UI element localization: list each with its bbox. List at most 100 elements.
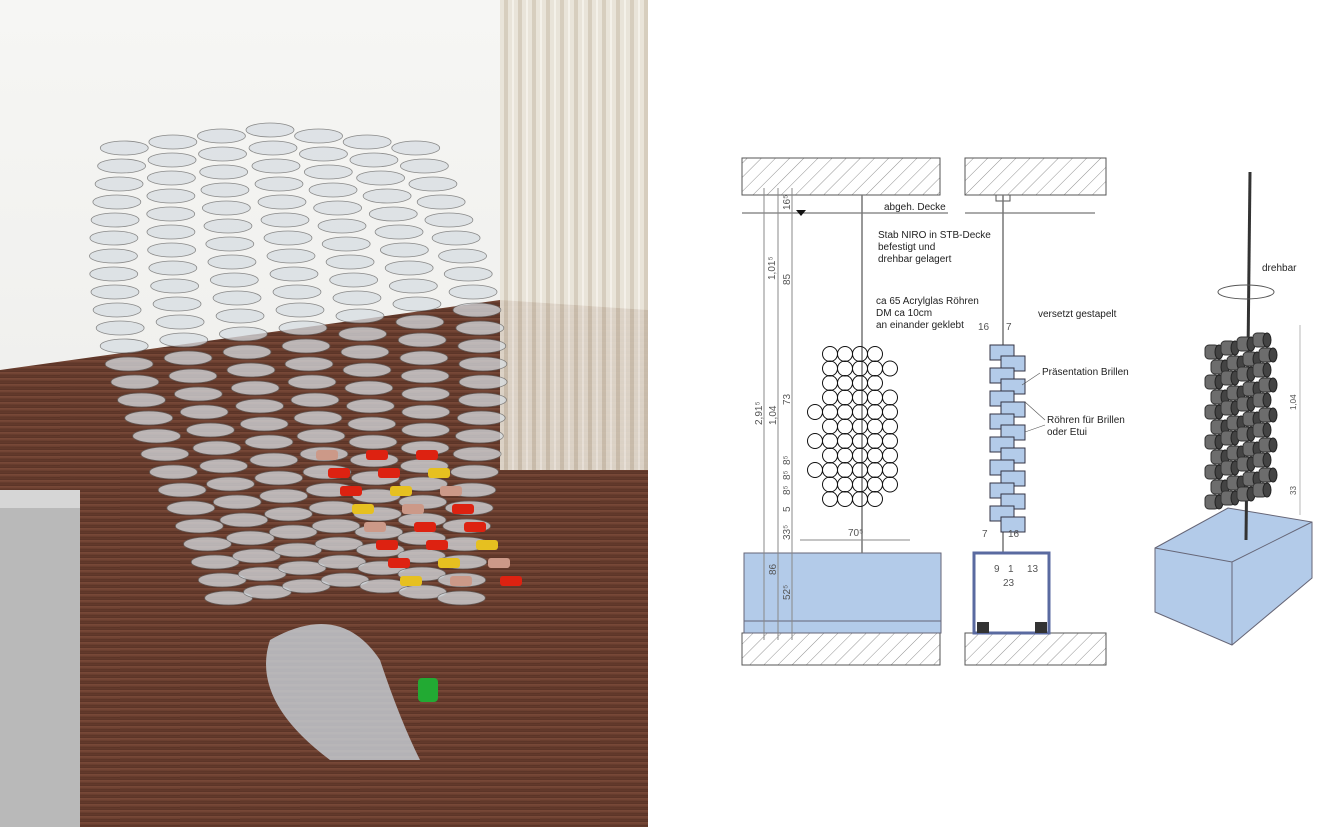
disc xyxy=(458,356,508,372)
tube-circle xyxy=(837,389,853,406)
tube-circle xyxy=(852,389,868,406)
tube-circle xyxy=(837,360,853,377)
label-tubes: ca 65 Acrylglas Röhren xyxy=(876,296,979,307)
disc xyxy=(248,140,298,156)
disc xyxy=(408,176,458,192)
disc xyxy=(150,278,200,294)
disc xyxy=(388,278,438,294)
disc xyxy=(235,398,284,414)
disc xyxy=(197,128,246,144)
tube-circle xyxy=(822,346,838,362)
tube-iso xyxy=(1258,377,1274,393)
tube-end xyxy=(1262,332,1272,348)
disc xyxy=(163,350,213,366)
disc xyxy=(200,182,250,198)
dim: 8⁵ xyxy=(782,485,793,495)
tube-circle xyxy=(882,404,898,420)
disc xyxy=(452,446,502,462)
dim: 86 xyxy=(768,563,779,575)
glasses-case xyxy=(476,540,498,550)
tube-iso xyxy=(1236,366,1252,382)
disc xyxy=(397,332,447,348)
ceiling-slab xyxy=(741,157,941,196)
tube-iso xyxy=(1258,407,1274,423)
disc xyxy=(457,338,507,354)
disc xyxy=(152,296,202,312)
tube-iso xyxy=(1242,441,1258,457)
disc xyxy=(173,386,223,402)
disc xyxy=(95,320,145,336)
dim: 8⁵ xyxy=(782,470,793,480)
tube-circle xyxy=(837,433,853,449)
glasses-case xyxy=(414,522,436,532)
disc xyxy=(149,464,198,480)
floor-slab xyxy=(964,632,1107,666)
tube-circle xyxy=(867,447,883,464)
disc xyxy=(242,584,292,600)
tube-iso xyxy=(1252,362,1268,378)
tube-end xyxy=(1246,366,1256,382)
base-box-iso xyxy=(1154,507,1313,646)
tube-circle xyxy=(822,389,838,406)
disc xyxy=(293,410,343,426)
disc xyxy=(321,236,371,252)
disc xyxy=(338,326,388,342)
glasses-case xyxy=(464,522,486,532)
disc xyxy=(342,134,392,150)
tube-iso xyxy=(1204,464,1220,480)
disc xyxy=(392,296,442,312)
disc xyxy=(268,524,318,540)
disc xyxy=(190,554,240,570)
disc xyxy=(230,380,280,396)
glasses-case xyxy=(488,558,510,568)
disc xyxy=(132,428,182,444)
tube-block xyxy=(1000,516,1026,533)
base-box-section xyxy=(972,551,1051,635)
acrylic-tubes-front xyxy=(807,346,898,507)
staggered-tubes-side xyxy=(989,344,1026,533)
tube-circle xyxy=(882,360,898,377)
tube-circle xyxy=(882,447,898,464)
dim: 23 xyxy=(1003,578,1015,589)
tube-end xyxy=(1230,340,1240,356)
label-rotatable: drehbar xyxy=(1262,263,1297,274)
tube-end xyxy=(1268,437,1278,453)
disc xyxy=(340,344,390,360)
disc xyxy=(314,536,364,552)
disc xyxy=(174,518,224,534)
disc xyxy=(186,422,235,438)
dim: 13 xyxy=(1027,564,1039,575)
tube-end xyxy=(1220,449,1230,465)
tube-block xyxy=(1000,470,1026,487)
tube-end xyxy=(1236,355,1246,371)
label-ceiling: abgeh. Decke xyxy=(884,202,946,213)
tube-block xyxy=(1000,493,1026,510)
disc xyxy=(146,188,196,204)
display-sculpture xyxy=(89,122,522,760)
dim: 33⁵ xyxy=(782,525,793,540)
glasses-case xyxy=(438,558,460,568)
disc xyxy=(379,242,429,258)
tube-end xyxy=(1262,422,1272,438)
tube-end xyxy=(1268,407,1278,423)
tube-circle xyxy=(867,346,883,362)
grey-block xyxy=(0,490,80,827)
disc xyxy=(424,212,474,228)
disc xyxy=(92,302,142,318)
tube-circle xyxy=(852,404,868,420)
floor-slab xyxy=(741,632,941,666)
tube-end xyxy=(1220,479,1230,495)
disc xyxy=(124,410,174,426)
disc xyxy=(212,494,262,510)
disc xyxy=(99,338,149,354)
tube-circle xyxy=(822,447,838,464)
disc xyxy=(329,272,379,288)
disc xyxy=(218,326,268,342)
tube-block xyxy=(1000,424,1026,441)
glasses-case xyxy=(500,576,522,586)
tube-end xyxy=(1214,494,1224,510)
tube-iso xyxy=(1226,355,1242,371)
isometric-view: drehbar 1,04 33 xyxy=(1154,171,1313,646)
disc xyxy=(458,392,507,408)
disc xyxy=(311,518,361,534)
